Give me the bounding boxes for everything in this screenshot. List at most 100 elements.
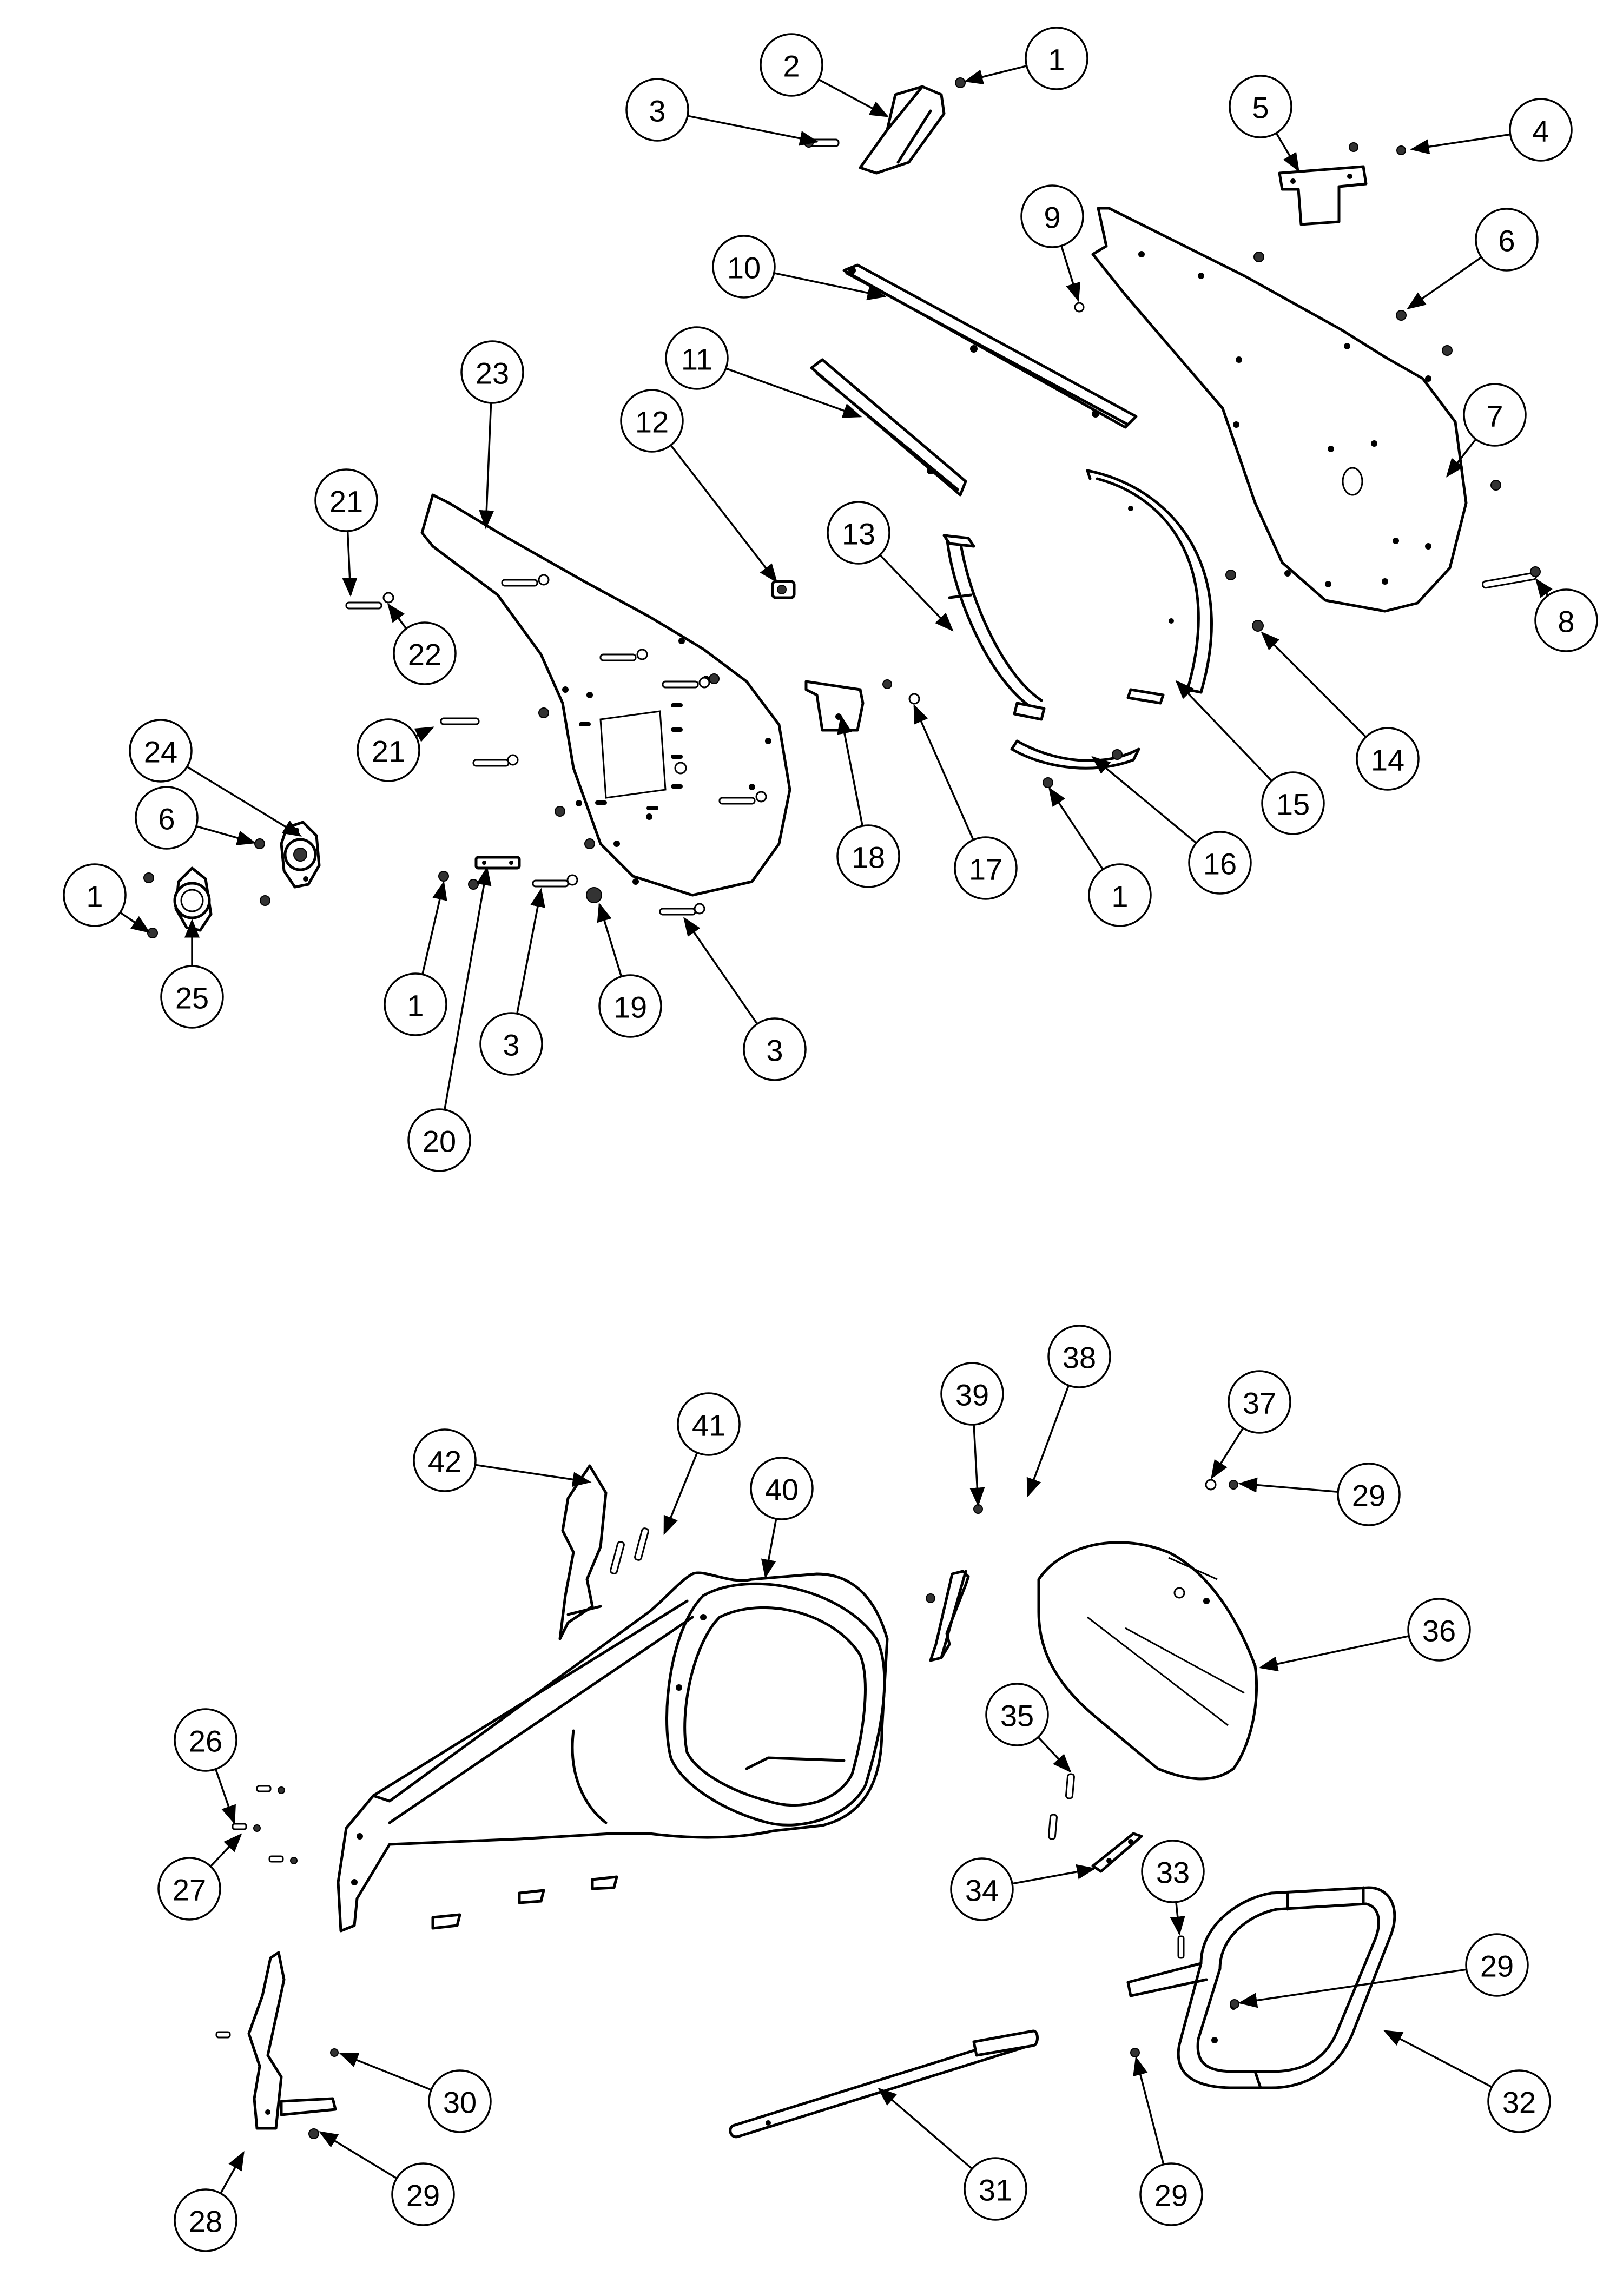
callout-leader-29 <box>1238 1968 1467 2008</box>
callout-number-10: 10 <box>727 251 761 285</box>
part-42-bracket <box>558 1464 608 1640</box>
part-8-pin <box>1482 566 1541 589</box>
callout-balloon-39 <box>940 1362 1004 1426</box>
callout-balloon-3 <box>479 1012 543 1076</box>
callout-leader-12 <box>670 444 778 583</box>
callout-leader-21 <box>414 726 435 742</box>
callout-leader-21 <box>342 531 358 597</box>
callout-balloon-21 <box>357 718 420 782</box>
callout-number-23: 23 <box>476 356 509 391</box>
callout-leader-26 <box>215 1769 236 1825</box>
callout-leader-1 <box>1048 787 1104 870</box>
callout-number-31: 31 <box>979 2173 1012 2207</box>
callout-balloon-33 <box>1141 1840 1205 1903</box>
part-2-bracket <box>859 85 946 175</box>
part-35-pins <box>1047 1773 1075 1840</box>
part-16-arc-plate <box>1010 739 1140 770</box>
callout-number-28: 28 <box>189 2205 222 2239</box>
callout-balloon-23 <box>460 340 524 404</box>
callout-number-20: 20 <box>423 1124 456 1159</box>
callout-leader-40 <box>761 1518 777 1579</box>
part-11-angle <box>810 358 967 497</box>
callout-balloon-1 <box>63 863 127 927</box>
callout-leader-29 <box>319 2131 398 2179</box>
callout-number-7: 7 <box>1486 399 1503 433</box>
callout-leader-29 <box>1133 2056 1165 2165</box>
callout-number-33: 33 <box>1156 1856 1190 1890</box>
callout-number-21: 21 <box>372 735 405 769</box>
callout-balloon-11 <box>665 326 729 390</box>
callout-number-1: 1 <box>1048 43 1065 77</box>
callout-leader-34 <box>1012 1864 1096 1885</box>
callout-leader-38 <box>1026 1385 1070 1498</box>
nut-panel-d <box>709 673 720 684</box>
callout-balloon-28 <box>174 2188 237 2252</box>
nut-panel-c <box>584 838 595 849</box>
callout-leader-15 <box>1175 680 1272 782</box>
callout-number-17: 17 <box>969 852 1002 886</box>
callout-leader-22 <box>387 603 407 630</box>
callout-leader-2 <box>818 78 889 117</box>
part-25-bearing <box>173 866 213 932</box>
part-10-angle <box>842 263 1138 429</box>
part-22-washers <box>382 574 767 915</box>
callout-number-26: 26 <box>189 1724 222 1758</box>
callout-leader-18 <box>837 714 863 826</box>
callout-number-21: 21 <box>329 485 363 519</box>
part-29-nut-handle-b <box>1230 1999 1239 2009</box>
callout-balloon-32 <box>1487 2069 1551 2133</box>
nut-bearing-b <box>260 895 270 906</box>
callout-number-1: 1 <box>1111 879 1128 914</box>
callout-number-41: 41 <box>692 1408 725 1443</box>
callout-number-5: 5 <box>1252 91 1269 125</box>
part-24-bearing <box>280 821 321 889</box>
callout-number-29: 29 <box>1352 1479 1386 1513</box>
callout-number-27: 27 <box>173 1873 206 1907</box>
callout-number-36: 36 <box>1422 1614 1456 1648</box>
callout-balloon-29 <box>1337 1463 1401 1526</box>
callout-number-14: 14 <box>1371 743 1404 777</box>
callout-number-37: 37 <box>1243 1386 1276 1420</box>
part-13-curved-bar <box>942 534 1046 721</box>
callout-number-3: 3 <box>503 1028 519 1062</box>
part-7-side-panel <box>1091 207 1468 613</box>
callout-balloon-24 <box>129 719 193 783</box>
callout-balloon-6 <box>1475 208 1539 272</box>
callout-balloon-6 <box>135 786 199 850</box>
part-40-chute <box>337 1571 889 1933</box>
callout-leader-23 <box>479 402 494 530</box>
callout-leader-31 <box>878 2087 973 2170</box>
callout-leader-32 <box>1383 2030 1493 2088</box>
callout-balloon-19 <box>598 974 662 1038</box>
part-6-nut-a <box>1442 345 1453 356</box>
callout-leader-24 <box>186 766 302 837</box>
callout-balloon-1 <box>1025 27 1088 90</box>
callout-number-22: 22 <box>408 638 441 672</box>
callout-leader-3 <box>516 888 545 1014</box>
callout-leader-16 <box>1091 756 1197 844</box>
callout-number-8: 8 <box>1558 605 1574 639</box>
callout-balloon-16 <box>1188 831 1252 895</box>
callout-number-29: 29 <box>1480 1949 1514 1983</box>
callout-number-40: 40 <box>765 1473 799 1507</box>
callout-balloon-15 <box>1261 771 1325 835</box>
callout-number-1: 1 <box>407 989 424 1023</box>
part-29-nut-left <box>308 2128 319 2139</box>
callout-balloon-17 <box>954 836 1018 900</box>
part-39-bolt <box>973 1504 983 1514</box>
part-15-shroud <box>1086 469 1213 705</box>
callout-leader-19 <box>597 902 623 977</box>
callout-balloon-31 <box>964 2157 1027 2221</box>
part-17-bolt <box>882 679 920 705</box>
callout-leader-39 <box>969 1424 985 1507</box>
callout-balloon-40 <box>750 1457 814 1520</box>
part-6-nut-bearing <box>254 838 265 849</box>
callout-leader-6 <box>196 825 256 845</box>
callout-balloon-4 <box>1509 98 1573 162</box>
callout-number-12: 12 <box>635 405 669 439</box>
part-26-27-hardware <box>232 1785 298 1864</box>
callout-number-15: 15 <box>1276 788 1310 822</box>
nut-bearing-c <box>143 872 154 883</box>
part-12-fitting <box>771 580 796 599</box>
